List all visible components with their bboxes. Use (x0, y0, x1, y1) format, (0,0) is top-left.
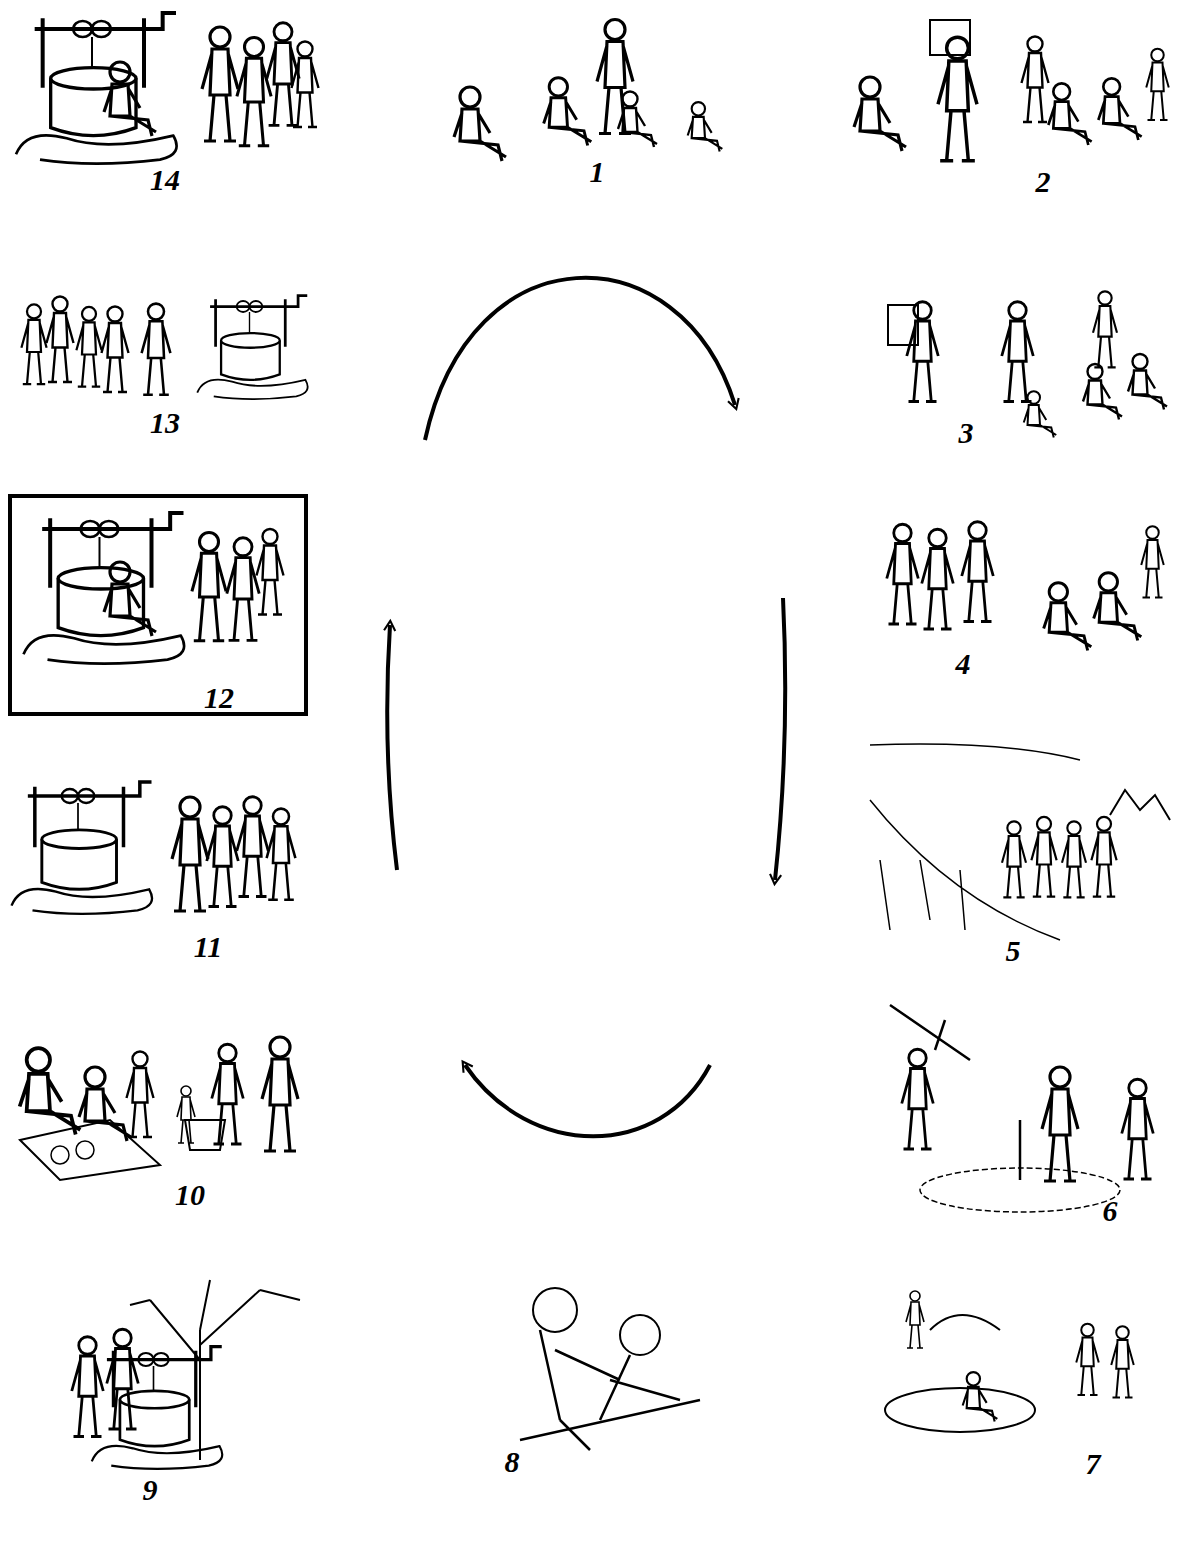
panel-9-sketch (72, 1280, 300, 1469)
panel-13-sketch (21, 296, 307, 400)
callout-number: 6 (1103, 1196, 1118, 1226)
panel-11-sketch (12, 782, 296, 914)
panel-8-sketch (520, 1288, 700, 1450)
callout-number: 10 (175, 1180, 205, 1210)
cycle-arrow (387, 625, 397, 870)
callout-number: 9 (143, 1475, 158, 1505)
cycle-arrow (465, 1065, 710, 1136)
callout-number: 2 (1036, 167, 1051, 197)
callout-number: 13 (150, 408, 180, 438)
callout-number: 14 (150, 165, 180, 195)
panel-10-sketch (20, 1037, 298, 1180)
callout-number: 5 (1006, 936, 1021, 966)
callout-number: 12 (204, 683, 234, 713)
callout-number: 7 (1086, 1449, 1101, 1479)
callout-number: 3 (959, 418, 974, 448)
cycle-arrows (387, 278, 785, 1136)
callout-number: 4 (956, 649, 971, 679)
panel-6-sketch (890, 1005, 1153, 1212)
panel-1-sketch (454, 20, 722, 162)
panel-5-sketch (870, 744, 1170, 940)
callout-number: 1 (590, 157, 605, 187)
callout-number: 8 (505, 1447, 520, 1477)
panel-4-sketch (887, 522, 1164, 651)
panel-2-sketch (854, 20, 1169, 161)
framed-panel: 12 (8, 494, 308, 716)
panel-3-sketch (888, 291, 1167, 437)
cycle-arrow (425, 278, 735, 440)
cycle-arrow (775, 598, 785, 880)
callout-number: 11 (194, 932, 222, 962)
panel-12-sketch (24, 513, 284, 664)
panel-7-sketch (885, 1291, 1134, 1432)
panel-14-sketch (16, 13, 319, 164)
